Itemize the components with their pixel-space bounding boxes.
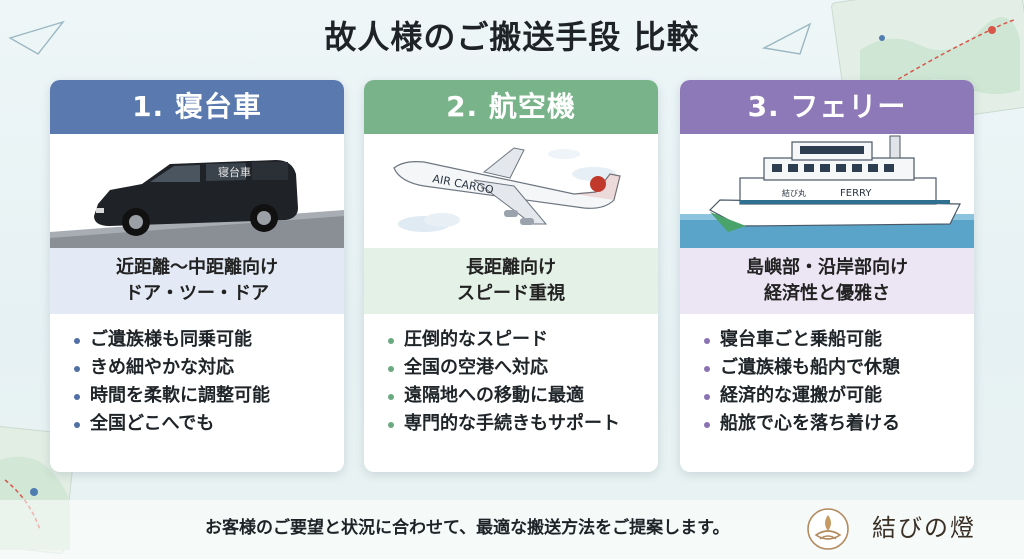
footer-bar (0, 500, 1024, 559)
card-subtitle: 島嶼部・沿岸部向け 経済性と優雅さ (680, 248, 974, 314)
list-item: 遠隔地への移動に最適 (388, 382, 658, 410)
card-airplane: 2. 航空機 AIR CARGO 長距離向け スピード重視 圧倒的なスピード 全… (364, 80, 658, 472)
list-item: 船旅で心を落ち着ける (704, 410, 974, 438)
subtitle-line: 島嶼部・沿岸部向け (746, 257, 908, 278)
card-header: 1. 寝台車 (50, 80, 344, 134)
card-header: 3. フェリー (680, 80, 974, 134)
subtitle-line: スピード重視 (457, 283, 565, 304)
vehicle-label: FERRY (840, 188, 872, 199)
card-header: 2. 航空機 (364, 80, 658, 134)
card-hearse: 1. 寝台車 寝台車 近距離〜中距離向け ドア・ツー・ドア ご遺族様も同乗可能 … (50, 80, 344, 472)
subtitle-line: 経済性と優雅さ (764, 283, 890, 304)
airplane-icon: AIR CARGO (393, 147, 621, 232)
subtitle-line: 近距離〜中距離向け (116, 257, 278, 278)
ferry-ship-icon: FERRY 結び丸 (680, 135, 974, 248)
vehicle-label: 結び丸 (782, 188, 806, 198)
feature-list: ご遺族様も同乗可能 きめ細やかな対応 時間を柔軟に調整可能 全国どこへでも (50, 314, 344, 438)
list-item: 寝台車ごと乗船可能 (704, 326, 974, 354)
card-image: FERRY 結び丸 (680, 134, 974, 248)
list-item: 時間を柔軟に調整可能 (74, 382, 344, 410)
brand-name: 結びの燈 (872, 514, 976, 542)
list-item: ご遺族様も同乗可能 (74, 326, 344, 354)
list-item: ご遺族様も船内で休憩 (704, 354, 974, 382)
list-item: 全国の空港へ対応 (388, 354, 658, 382)
list-item: 全国どこへでも (74, 410, 344, 438)
card-image: AIR CARGO (364, 134, 658, 248)
list-item: 経済的な運搬が可能 (704, 382, 974, 410)
hearse-car-icon: 寝台車 (50, 160, 344, 248)
feature-list: 圧倒的なスピード 全国の空港へ対応 遠隔地への移動に最適 専門的な手続きもサポー… (364, 314, 658, 438)
list-item: 専門的な手続きもサポート (388, 410, 658, 438)
card-subtitle: 近距離〜中距離向け ドア・ツー・ドア (50, 248, 344, 314)
page-title: 故人様のご搬送手段 比較 (324, 18, 700, 56)
vehicle-label: 寝台車 (218, 165, 251, 179)
list-item: きめ細やかな対応 (74, 354, 344, 382)
card-image: 寝台車 (50, 134, 344, 248)
subtitle-line: ドア・ツー・ドア (125, 283, 269, 304)
brand-logo-icon (807, 508, 849, 550)
footer-message: お客様のご要望と状況に合わせて、最適な搬送方法をご提案します。 (205, 518, 730, 538)
card-subtitle: 長距離向け スピード重視 (364, 248, 658, 314)
feature-list: 寝台車ごと乗船可能 ご遺族様も船内で休憩 経済的な運搬が可能 船旅で心を落ち着け… (680, 314, 974, 438)
list-item: 圧倒的なスピード (388, 326, 658, 354)
subtitle-line: 長距離向け (466, 257, 556, 278)
card-ferry: 3. フェリー FERRY 結び丸 島嶼部・沿岸部向け 経済性と優雅さ (680, 80, 974, 472)
